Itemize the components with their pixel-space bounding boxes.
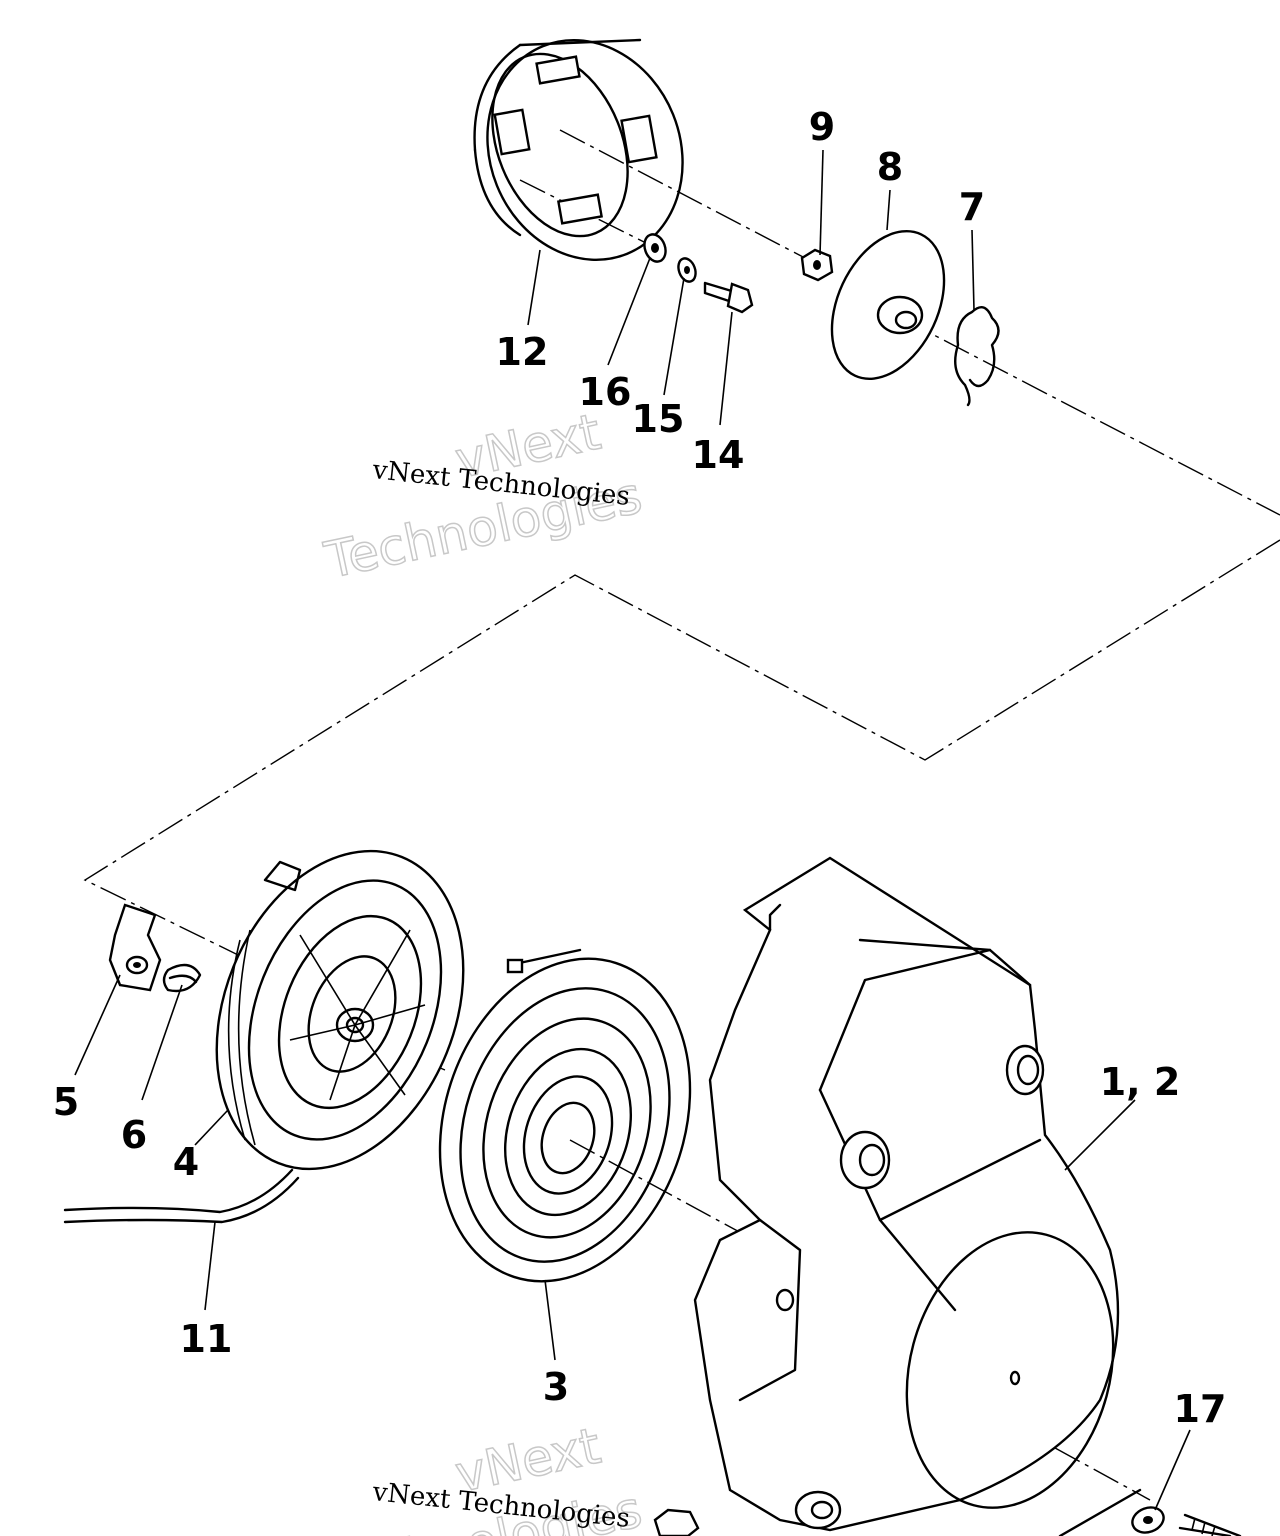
callout-labels: 9 8 7 12 16 15 14 1, 2 5 6 4 11 3 17 xyxy=(53,105,1227,1431)
callout-3: 3 xyxy=(543,1365,569,1409)
callout-17: 17 xyxy=(1174,1387,1227,1431)
part-17-washer-screw xyxy=(1058,1488,1242,1536)
callout-8: 8 xyxy=(877,145,903,189)
part-4-rope-pulley xyxy=(215,849,465,1171)
part-5-pawl xyxy=(108,903,162,992)
callout-11: 11 xyxy=(180,1317,233,1361)
watermark-top: vNext Technologies vNext Technologies xyxy=(319,402,648,591)
leader-lines xyxy=(74,149,1191,1511)
part-6-spring xyxy=(162,963,202,993)
part-16-washer xyxy=(643,233,667,263)
callout-16: 16 xyxy=(579,370,632,414)
part-8-drive-plate xyxy=(830,230,946,380)
part-14-bolt xyxy=(703,281,754,314)
housing-fastener-nut xyxy=(653,1508,700,1536)
part-1-2-starter-housing xyxy=(693,856,1120,1532)
callout-5: 5 xyxy=(53,1080,79,1124)
callout-12: 12 xyxy=(496,330,549,374)
callout-4: 4 xyxy=(173,1140,199,1184)
callout-7: 7 xyxy=(959,185,985,229)
callout-6: 6 xyxy=(121,1113,147,1157)
part-11-starter-rope xyxy=(63,1168,300,1224)
part-7-spring-clip xyxy=(954,306,1000,407)
part-9-nut xyxy=(800,248,834,282)
part-15-lock-washer xyxy=(677,257,697,283)
callout-15: 15 xyxy=(632,397,685,441)
callout-1-2: 1, 2 xyxy=(1100,1060,1181,1104)
part-12-ratchet-cup xyxy=(473,38,684,261)
callout-14: 14 xyxy=(692,433,745,477)
watermark-bottom: vNext Technologies vNext Technologies xyxy=(319,1416,648,1536)
callout-9: 9 xyxy=(809,105,835,149)
part-3-recoil-spring xyxy=(438,948,692,1283)
